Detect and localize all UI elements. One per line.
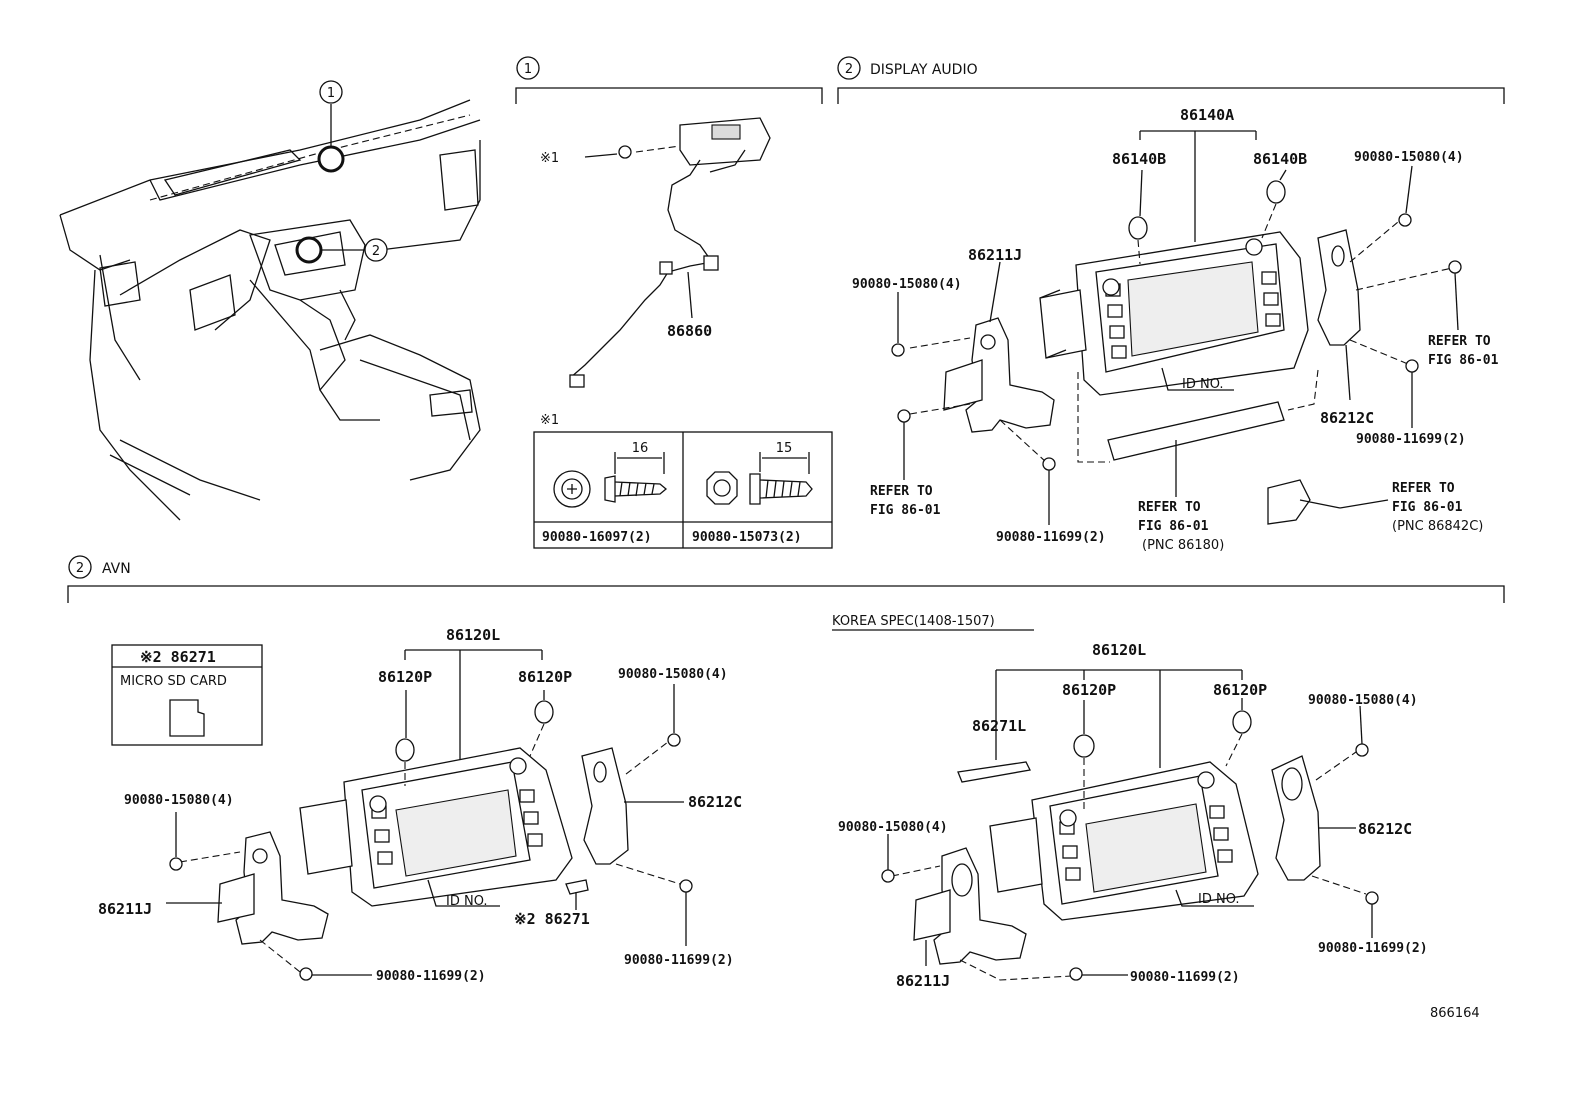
avn-number: 2 bbox=[76, 561, 84, 576]
section-avn: 2 AVN ※2 86271 MICRO SD CARD bbox=[67, 555, 1505, 984]
avn-label-90080-11699-bottom: 90080-11699(2) bbox=[376, 969, 486, 984]
figure-number: 866164 bbox=[1430, 1006, 1480, 1021]
korea-label-86271L: 86271L bbox=[972, 717, 1026, 735]
sd-card-part-label: ※2 86271 bbox=[140, 648, 216, 666]
korea-id-no: ID NO. bbox=[1198, 892, 1240, 907]
avn-label-86120P-left: 86120P bbox=[378, 668, 432, 686]
refer-to-right-line1: REFER TO bbox=[1428, 334, 1491, 349]
avn-label-86211J: 86211J bbox=[98, 900, 152, 918]
note-1-mark: ※1 bbox=[540, 151, 559, 166]
dashboard-overview-illustration: 1 2 bbox=[59, 80, 481, 521]
korea-label-90080-15080-left: 90080-15080(4) bbox=[838, 820, 948, 835]
callout-marker-1 bbox=[317, 145, 345, 173]
cable-86860-illustration: ※1 86860 bbox=[540, 117, 771, 388]
refer-to-left-line1: REFER TO bbox=[870, 484, 933, 499]
dimension-15: 15 bbox=[776, 441, 793, 456]
screw-90080-15073: 90080-15073(2) bbox=[692, 530, 802, 545]
section-1-header: 1 bbox=[515, 56, 823, 104]
label-90080-11699-bottom: 90080-11699(2) bbox=[996, 530, 1106, 545]
refer-to-right-line2: FIG 86-01 bbox=[1428, 353, 1499, 368]
part-86860-label: 86860 bbox=[667, 322, 712, 340]
avn-label-90080-11699-right: 90080-11699(2) bbox=[624, 953, 734, 968]
refer-to-bottom-right-line2: FIG 86-01 bbox=[1392, 500, 1463, 515]
label-86212C-display-audio: 86212C bbox=[1320, 409, 1374, 427]
refer-to-left-line2: FIG 86-01 bbox=[870, 503, 941, 518]
refer-to-middle-line1: REFER TO bbox=[1138, 500, 1201, 515]
korea-label-86211J: 86211J bbox=[896, 972, 950, 990]
korea-label-90080-15080-right: 90080-15080(4) bbox=[1308, 693, 1418, 708]
dimension-16: 16 bbox=[632, 441, 649, 456]
avn-label-90080-15080-right: 90080-15080(4) bbox=[618, 667, 728, 682]
label-86211J-display-audio: 86211J bbox=[968, 246, 1022, 264]
id-no-display-audio: ID NO. bbox=[1182, 377, 1224, 392]
label-90080-15080-top-right: 90080-15080(4) bbox=[1354, 150, 1464, 165]
korea-spec-title: KOREA SPEC(1408-1507) bbox=[832, 614, 995, 629]
label-90080-15080-left: 90080-15080(4) bbox=[852, 277, 962, 292]
label-86140B-right: 86140B bbox=[1253, 150, 1307, 168]
avn-id-no: ID NO. bbox=[446, 894, 488, 909]
pnc-86180: (PNC 86180) bbox=[1142, 538, 1224, 553]
refer-to-middle-line2: FIG 86-01 bbox=[1138, 519, 1209, 534]
label-86140B-left: 86140B bbox=[1112, 150, 1166, 168]
display-audio-title: DISPLAY AUDIO bbox=[870, 62, 978, 78]
korea-label-86212C: 86212C bbox=[1358, 820, 1412, 838]
label-90080-11699-right: 90080-11699(2) bbox=[1356, 432, 1466, 447]
avn-label-86120L: 86120L bbox=[446, 626, 500, 644]
note-1-table-mark: ※1 bbox=[540, 413, 559, 428]
sd-card-label: MICRO SD CARD bbox=[120, 674, 227, 689]
refer-to-bottom-right-line1: REFER TO bbox=[1392, 481, 1455, 496]
korea-label-86120P-left: 86120P bbox=[1062, 681, 1116, 699]
korea-label-90080-11699-right: 90080-11699(2) bbox=[1318, 941, 1428, 956]
avn-label-90080-15080-left: 90080-15080(4) bbox=[124, 793, 234, 808]
micro-sd-card-icon bbox=[169, 699, 205, 737]
avn-label-86120P-right: 86120P bbox=[518, 668, 572, 686]
korea-label-86120L: 86120L bbox=[1092, 641, 1146, 659]
pnc-86842C: (PNC 86842C) bbox=[1392, 519, 1483, 534]
label-86140A: 86140A bbox=[1180, 106, 1234, 124]
callout-label-1: 1 bbox=[327, 86, 335, 101]
callout-label-2: 2 bbox=[372, 244, 380, 259]
korea-label-86120P-right: 86120P bbox=[1213, 681, 1267, 699]
screw-90080-16097: 90080-16097(2) bbox=[542, 530, 652, 545]
avn-title: AVN bbox=[102, 561, 131, 577]
section-1-number: 1 bbox=[524, 62, 532, 77]
callout-marker-2 bbox=[295, 236, 323, 264]
avn-label-86271: ※2 86271 bbox=[514, 910, 590, 928]
section-display-audio: 2 DISPLAY AUDIO bbox=[837, 56, 1505, 553]
section-korea-spec: KOREA SPEC(1408-1507) bbox=[832, 614, 1428, 990]
avn-label-86212C: 86212C bbox=[688, 793, 742, 811]
display-audio-number: 2 bbox=[845, 62, 853, 77]
korea-label-90080-11699-bottom: 90080-11699(2) bbox=[1130, 970, 1240, 985]
screw-table: ※1 16 15 90080-16097(2) 90080-15073(2) bbox=[533, 413, 833, 549]
micro-sd-card-box bbox=[111, 644, 263, 746]
